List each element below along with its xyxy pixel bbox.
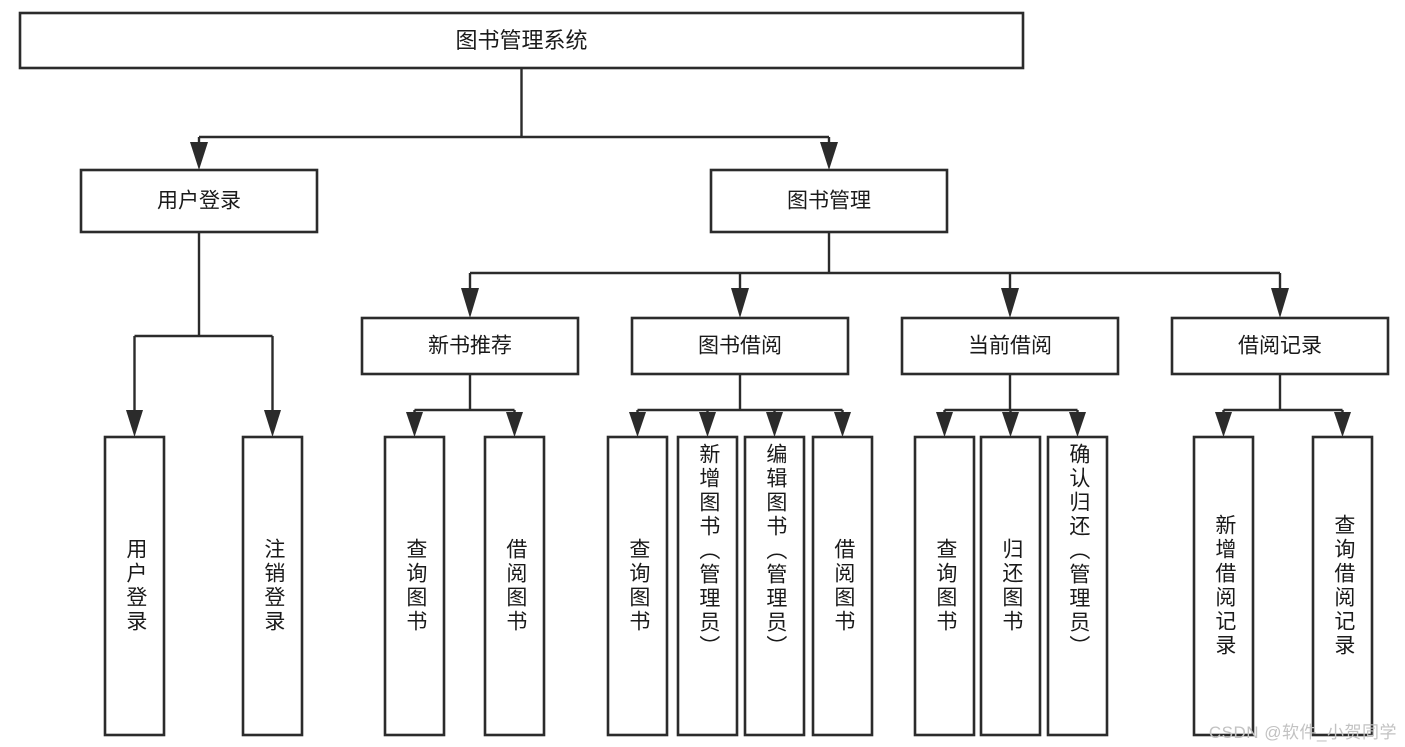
arrow-head-book-borrow — [731, 288, 749, 318]
node-borrow-record[interactable] — [1170, 316, 1390, 376]
node-root-label: 图书管理系统 — [455, 28, 587, 53]
arrow-head-leaf-add-book — [699, 412, 716, 437]
arrow-head-to-book-manage — [820, 142, 838, 170]
leaf-box-user-login[interactable] — [103, 435, 166, 737]
node-user-login-label: 用户登录 — [157, 190, 241, 213]
node-new-book-recommend-label: 新书推荐 — [428, 335, 512, 358]
connector-layer — [126, 68, 1351, 437]
leaf-box-query-book-3[interactable] — [913, 435, 976, 737]
arrow-head-leaf-edit-book — [766, 412, 783, 437]
arrow-head-leaf-confirm-return — [1069, 412, 1086, 437]
node-book-borrow-label: 图书借阅 — [698, 335, 782, 358]
leaf-box-query-book-2[interactable] — [606, 435, 669, 737]
arrow-head-leaf-query-book-1 — [406, 412, 423, 437]
arrow-head-borrow-record — [1271, 288, 1289, 318]
arrow-head-leaf-query-record — [1334, 412, 1351, 437]
leaf-box-query-book-1[interactable] — [383, 435, 446, 737]
leaf-box-confirm-return[interactable] — [1046, 435, 1109, 737]
node-book-manage-label: 图书管理 — [787, 190, 871, 213]
node-root[interactable] — [18, 11, 1025, 70]
leaf-box-edit-book[interactable] — [743, 435, 806, 737]
leaf-box-borrow-book-2[interactable] — [811, 435, 874, 737]
node-layer: 图书管理系统 用户登录 图书管理 新书推荐 图书借阅 当前借阅 借阅记录 — [18, 11, 1390, 737]
node-current-borrow-label: 当前借阅 — [968, 335, 1052, 358]
arrow-head-leaf-borrow-book-1 — [506, 412, 523, 437]
watermark-text: CSDN @软件_小贺同学 — [1208, 723, 1397, 742]
arrow-head-leaf-return-book — [1002, 412, 1019, 437]
leaf-box-return-book[interactable] — [979, 435, 1042, 737]
leaf-box-add-book[interactable] — [676, 435, 739, 737]
arrow-head-leaf-logout — [264, 410, 281, 437]
node-current-borrow[interactable] — [900, 316, 1120, 376]
arrow-head-to-user-login — [190, 142, 208, 170]
leaf-box-query-borrow-record[interactable] — [1311, 435, 1374, 737]
arrow-head-leaf-add-record — [1215, 412, 1232, 437]
node-user-login[interactable] — [79, 168, 319, 234]
arrow-head-leaf-borrow-book-2 — [834, 412, 851, 437]
arrow-head-leaf-query-book-3 — [936, 412, 953, 437]
leaf-box-borrow-book-1[interactable] — [483, 435, 546, 737]
node-borrow-record-label: 借阅记录 — [1238, 335, 1322, 358]
node-book-manage[interactable] — [709, 168, 949, 234]
arrow-head-current-borrow — [1001, 288, 1019, 318]
node-new-book-recommend[interactable] — [360, 316, 580, 376]
arrow-head-new-book-rec — [461, 288, 479, 318]
leaf-box-add-borrow-record[interactable] — [1192, 435, 1255, 737]
node-book-borrow[interactable] — [630, 316, 850, 376]
arrow-head-leaf-query-book-2 — [629, 412, 646, 437]
arrow-head-leaf-user-login — [126, 410, 143, 437]
leaf-box-logout[interactable] — [241, 435, 304, 737]
